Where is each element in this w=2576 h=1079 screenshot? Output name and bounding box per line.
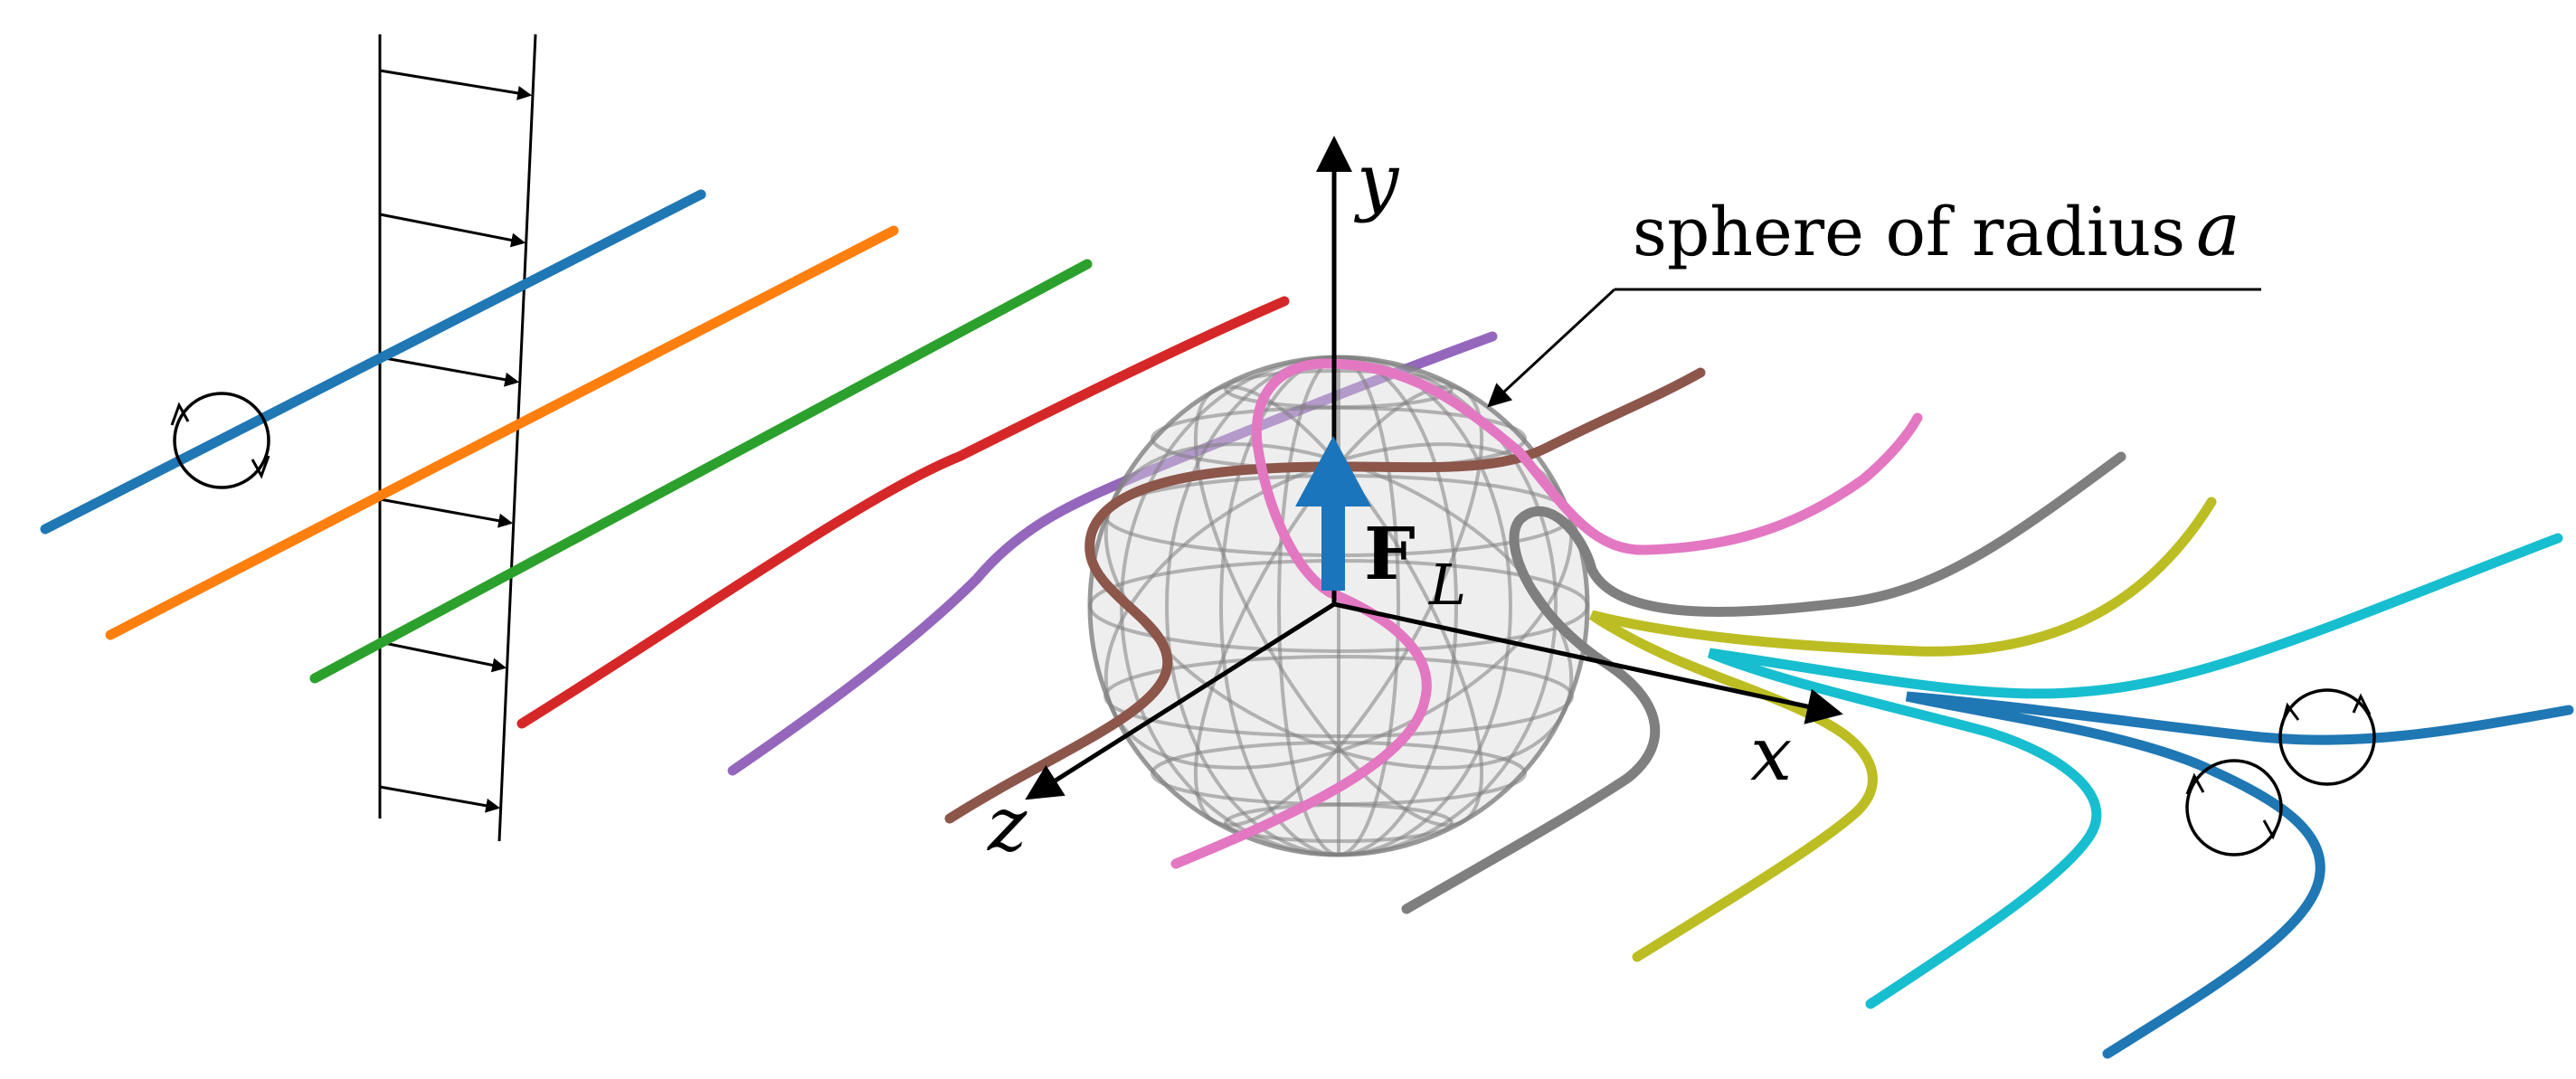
lift-force-shaft <box>1321 502 1345 591</box>
rotation-arrow-icon <box>2185 759 2283 857</box>
streamline-red <box>516 296 1290 729</box>
annotation-leader <box>1487 288 1616 408</box>
z-axis <box>1025 601 1336 800</box>
profile-arrow <box>379 355 520 387</box>
streamlines-back <box>40 189 1498 776</box>
y-axis-label: y <box>1353 138 1400 224</box>
streamline-green <box>309 259 1093 684</box>
rotation-arrow-icon <box>2278 688 2376 786</box>
profile-arrow <box>379 213 526 248</box>
shear-profile <box>378 33 537 842</box>
streamline-blue-wake <box>1905 691 2574 1059</box>
streamlines-front <box>944 358 2574 1059</box>
profile-arrow <box>379 640 507 673</box>
sphere-annotation <box>1487 288 2261 408</box>
rotation-arrow-icon <box>170 392 270 489</box>
x-axis <box>1333 601 1843 724</box>
profile-velocity-line <box>497 33 537 842</box>
lift-force-head <box>1295 436 1371 506</box>
streamline-olive <box>1588 497 2217 962</box>
streamline-brown <box>944 367 1706 824</box>
streamline-orange <box>105 225 899 640</box>
sphere-annotation-text: sphere of radius <box>1633 194 2185 271</box>
streamline-blue-upstream <box>40 189 706 535</box>
streamline-pink <box>1170 358 1923 869</box>
force-label-subscript: L <box>1428 552 1466 618</box>
profile-arrow <box>379 785 501 813</box>
lift-force-arrow <box>1295 436 1371 591</box>
force-label-main: F <box>1364 511 1416 596</box>
streamline-gray <box>1401 451 2126 914</box>
z-axis-label: z <box>987 782 1028 868</box>
profile-arrow <box>379 69 533 100</box>
streamline-cyan <box>1707 533 2563 1009</box>
x-axis-label: x <box>1750 712 1792 798</box>
rotation-markers <box>170 392 2376 857</box>
sphere-radius-symbol: a <box>2196 187 2240 273</box>
profile-arrow <box>379 497 514 528</box>
